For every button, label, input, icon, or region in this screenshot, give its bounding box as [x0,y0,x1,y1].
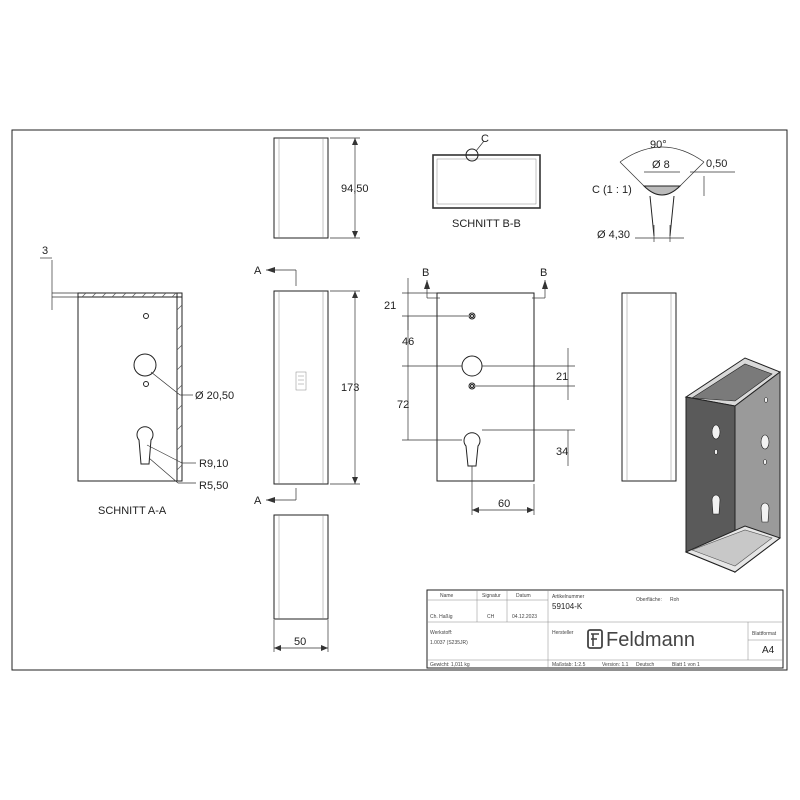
sheet-border [11,129,788,671]
dim-height-top: 94,50 [341,183,369,195]
dim-50: 50 [294,636,306,648]
dim-angle: 90° [650,139,667,151]
dim-d8: Ø 8 [652,159,670,171]
tb-sign: CH [487,614,495,620]
tb-name: Ch. Haßig [430,614,453,620]
dim-r1: R9,10 [199,458,228,470]
label-b-right: B [540,267,547,279]
dim-46: 46 [402,336,414,348]
label-a-bottom: A [254,495,262,507]
tb-head-sign: Signatur [482,593,501,599]
tb-head-format: Blattformat [752,631,777,637]
tb-sheet: Blatt 1 von 1 [672,662,700,668]
dim-height-front: 173 [341,382,359,394]
label-schnitt-aa: SCHNITT A-A [98,505,167,517]
dim-050: 0,50 [706,158,727,170]
front-view: B B 21 46 72 21 34 60 [384,267,575,515]
tb-lang: Deutsch [636,662,655,668]
feldmann-logo: Feldmann [587,629,695,651]
detail-c-marker: C [481,133,489,145]
tb-material: 1.0037 (S235JR) [430,640,468,646]
section-bb: C SCHNITT B-B [432,133,541,230]
dim-wall: 3 [42,245,48,257]
dim-r2: R5,50 [199,480,228,492]
label-a-top: A [254,265,262,277]
dim-21b: 21 [556,371,568,383]
isometric-view [684,357,782,574]
tb-surface: Roh [670,597,679,603]
side-view: A A 173 [254,265,360,507]
tb-scale: Maßstab: 1:2.5 [552,662,586,668]
tb-article: 59104-K [552,602,583,611]
dim-72: 72 [397,399,409,411]
tb-format: A4 [762,645,775,656]
tb-head-maker: Hersteller [552,630,574,636]
brand-name: Feldmann [606,629,695,651]
title-block: Name Signatur Datum Ch. Haßig CH 04.12.2… [426,589,784,669]
label-detail-c: C (1 : 1) [592,184,632,196]
tb-date: 04.12.2023 [512,614,537,620]
label-b-left: B [422,267,429,279]
detail-c: 90° Ø 8 0,50 C (1 : 1) Ø 4,30 [592,139,735,242]
dim-60: 60 [498,498,510,510]
dim-d430: Ø 4,30 [597,229,630,241]
label-schnitt-bb: SCHNITT B-B [452,218,521,230]
section-aa: 3 Ø 20,50 R9,10 R5,50 SCHNITT A-A [40,245,234,517]
right-side-view [621,292,677,482]
tb-head-surface: Oberfläche: [636,597,662,603]
tb-head-date: Datum [516,593,531,599]
bottom-view: 50 [273,514,329,652]
dim-21: 21 [384,300,396,312]
tb-version: Version: 1.1 [602,662,629,668]
tb-weight: Gewicht: 1,011 kg [430,662,470,668]
tb-head-material: Werkstoff: [430,630,452,636]
tb-head-name: Name [440,593,454,599]
dim-34: 34 [556,446,568,458]
tb-head-article: Artikelnummer [552,594,585,600]
top-view: 94,50 [273,137,369,239]
dim-bore: Ø 20,50 [195,390,234,402]
